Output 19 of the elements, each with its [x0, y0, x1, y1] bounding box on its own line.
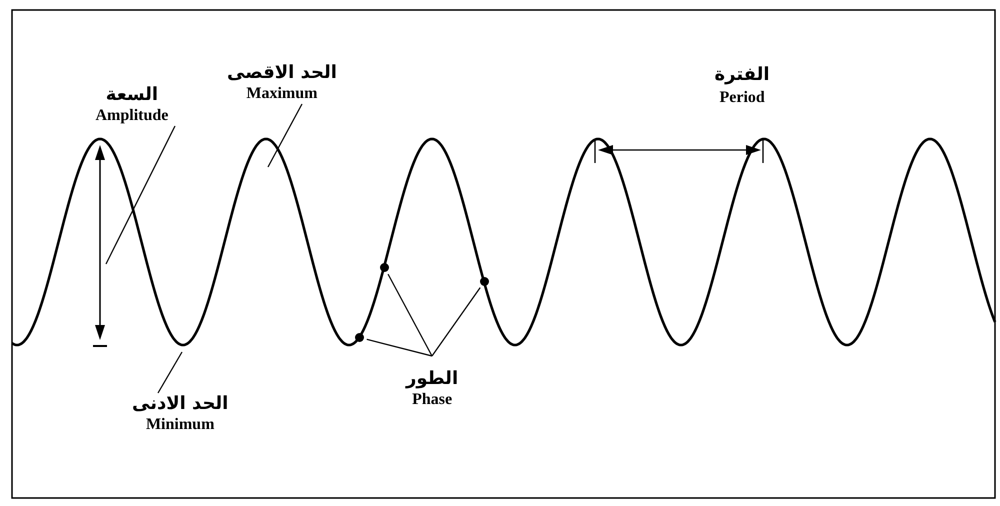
- phase-point: [380, 262, 388, 272]
- leader-line: [157, 352, 183, 394]
- phase-point: [480, 277, 488, 286]
- arabic-label: الحد الادنى: [132, 393, 228, 415]
- leader-line: [388, 274, 433, 356]
- leader-line: [432, 287, 481, 356]
- arabic-label: السعة: [106, 84, 158, 106]
- period-label: Period: [720, 88, 765, 108]
- arabic-label: الطور: [406, 368, 458, 390]
- english-label: Amplitude: [96, 106, 168, 126]
- phase-point: [354, 333, 364, 342]
- leader-line: [267, 104, 303, 168]
- english-label: Phase: [412, 390, 452, 410]
- english-label: Maximum: [246, 84, 318, 104]
- period-label: الفترة: [714, 64, 770, 86]
- english-label: Minimum: [146, 415, 214, 435]
- leader-line: [366, 338, 432, 357]
- leader-line: [105, 126, 176, 264]
- arabic-label: الحد الاقصى: [227, 62, 337, 84]
